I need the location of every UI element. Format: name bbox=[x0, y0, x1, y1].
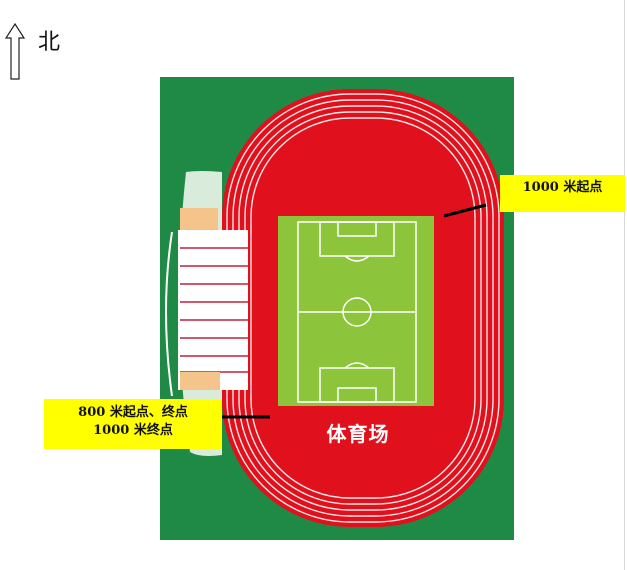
start-line-1000m bbox=[443, 203, 487, 218]
grandstand bbox=[165, 171, 248, 456]
football-field bbox=[278, 216, 434, 406]
page-border bbox=[624, 0, 625, 570]
north-label: 北 bbox=[38, 30, 61, 55]
callout-1000m-text: 1000 米起点 bbox=[522, 180, 603, 195]
callout-800m-line2: 1000 米终点 bbox=[93, 423, 173, 438]
callout-800m-start-finish: 800 米起点、终点 1000 米终点 bbox=[44, 399, 222, 449]
stadium-name-label: 体育场 bbox=[326, 422, 390, 446]
callout-1000m-start: 1000 米起点 bbox=[500, 175, 625, 212]
north-arrow-icon bbox=[4, 22, 26, 80]
field-markings bbox=[297, 221, 417, 403]
callout-800m-line1: 800 米起点、终点 bbox=[78, 405, 188, 420]
